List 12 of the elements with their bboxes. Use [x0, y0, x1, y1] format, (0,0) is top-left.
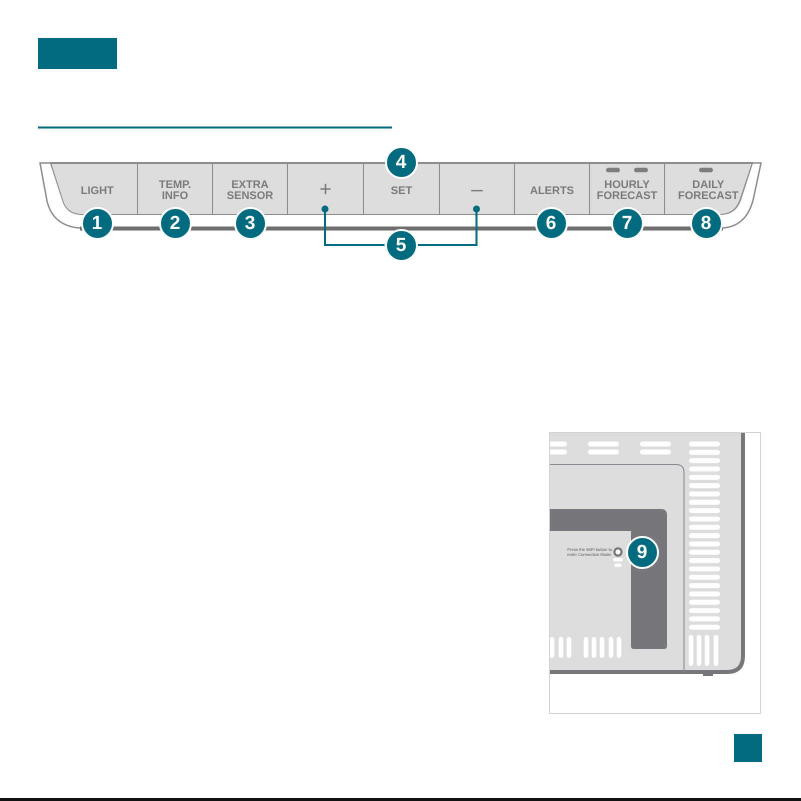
- page-number-tab: [734, 734, 762, 762]
- leader-line: [418, 206, 480, 246]
- device-button: –: [439, 164, 514, 214]
- device-button: EXTRA SENSOR: [212, 164, 287, 214]
- callout-number: 4: [384, 146, 418, 178]
- device-button: TEMP. INFO: [137, 164, 212, 214]
- device-button: ALERTS: [514, 164, 589, 214]
- leader-line: [322, 206, 384, 246]
- section-tab: [38, 38, 117, 69]
- device-button: HOURLY FORECAST: [589, 164, 664, 214]
- device-button: +: [287, 164, 363, 214]
- callout-number: 5: [384, 228, 418, 262]
